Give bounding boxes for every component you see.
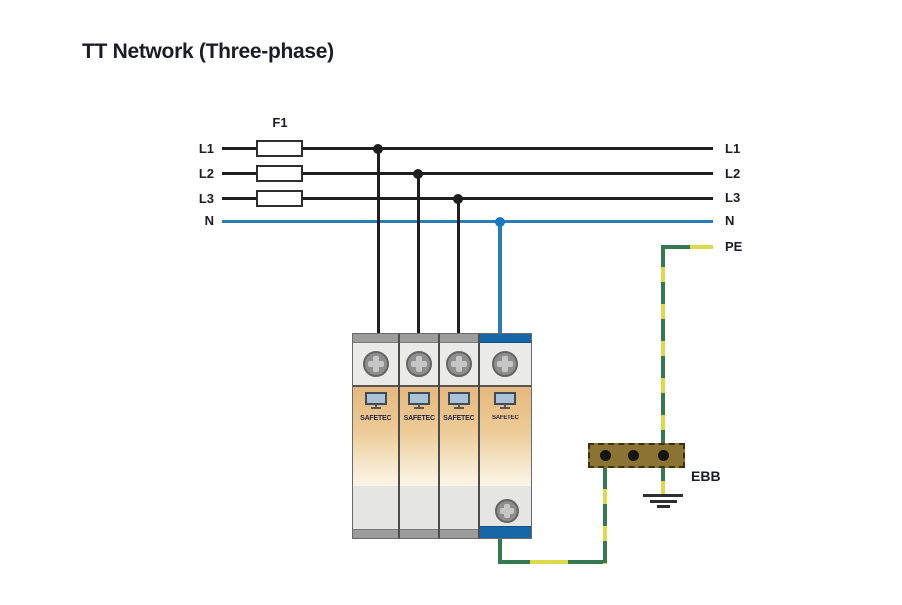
screw-terminal-icon [492, 351, 519, 377]
junction-dot-l1 [373, 144, 383, 154]
line-n [222, 220, 713, 223]
label-left-l3: L3 [198, 191, 214, 206]
wire-spd-earth-run [498, 560, 607, 564]
spd-module-label: SAFETEC [443, 415, 475, 422]
wire-pe-vertical [661, 245, 665, 445]
ebb-terminal-2 [628, 450, 639, 461]
window-stand-icon [453, 404, 464, 409]
earth-ground-icon [643, 494, 683, 497]
window-stand-icon [370, 404, 381, 409]
spd-module-base [400, 486, 439, 529]
window-stand-icon [500, 404, 511, 409]
wire-ebb-left-riser [603, 467, 607, 564]
ebb-terminal-1 [600, 450, 611, 461]
screw-terminal-icon [445, 351, 472, 377]
label-right-l1: L1 [725, 141, 741, 156]
spd-module-body: SAFETEC [400, 387, 439, 486]
spd-module-2: SAFETEC [398, 334, 439, 538]
spd-terminal-area [440, 343, 478, 387]
label-right-l2: L2 [725, 166, 741, 181]
spd-module-4-npe: SAFETEC [477, 334, 531, 538]
label-right-l3: L3 [725, 190, 741, 205]
junction-dot-l3 [453, 194, 463, 204]
label-left-l1: L1 [198, 141, 214, 156]
wire-l1-drop [377, 148, 380, 333]
spd-module-body: SAFETEC [353, 387, 399, 486]
window-stand-icon [414, 404, 425, 409]
spd-rail-bottom [353, 529, 399, 538]
spd-terminal-area [353, 343, 399, 387]
line-l3 [222, 197, 713, 200]
ebb-terminal-3 [658, 450, 669, 461]
spd-module-1: SAFETEC [353, 334, 399, 538]
spd-rail-top [353, 334, 399, 343]
spd-rail-bottom [440, 529, 478, 538]
screw-terminal-icon [494, 499, 519, 523]
wire-spd-earth-drop [498, 538, 502, 564]
earth-ground-icon [650, 500, 677, 503]
screw-terminal-icon [362, 351, 389, 377]
line-l2 [222, 172, 713, 175]
label-right-n: N [725, 213, 735, 228]
spd-terminal-area [400, 343, 439, 387]
spd-module-3: SAFETEC [438, 334, 478, 538]
label-right-pe: PE [725, 239, 743, 254]
ebb-label: EBB [691, 468, 721, 484]
spd-rail-bottom [400, 529, 439, 538]
spd-assembly: SAFETEC SAFETEC [352, 333, 532, 539]
spd-module-body: SAFETEC [440, 387, 478, 486]
spd-module-label: SAFETEC [360, 415, 392, 422]
spd-rail-bottom-blue [479, 526, 531, 538]
spd-rail-top [440, 334, 478, 343]
wire-l2-drop [417, 173, 420, 333]
spd-module-label: SAFETEC [491, 415, 519, 421]
fuse-l3-icon [256, 190, 303, 207]
fuse-label: F1 [272, 115, 288, 130]
label-left-n: N [204, 213, 214, 228]
spd-module-base [353, 486, 399, 529]
junction-dot-n [495, 217, 505, 227]
fuse-l1-icon [256, 140, 303, 157]
wire-l3-drop [457, 198, 460, 333]
wire-pe-top [663, 245, 713, 249]
screw-terminal-icon [406, 351, 433, 377]
spd-terminal-area [479, 343, 531, 387]
page-title: TT Network (Three-phase) [82, 40, 334, 63]
spd-module-label: SAFETEC [403, 415, 435, 422]
wire-ground-drop [661, 467, 665, 494]
spd-module-body: SAFETEC [479, 387, 531, 486]
label-left-l2: L2 [198, 166, 214, 181]
fuse-l2-icon [256, 165, 303, 182]
line-l1 [222, 147, 713, 150]
spd-module-base [440, 486, 478, 529]
junction-dot-l2 [413, 169, 423, 179]
earth-ground-icon [657, 505, 670, 508]
spd-rail-top-blue [479, 334, 531, 343]
wire-n-drop [498, 221, 502, 333]
spd-rail-top [400, 334, 439, 343]
